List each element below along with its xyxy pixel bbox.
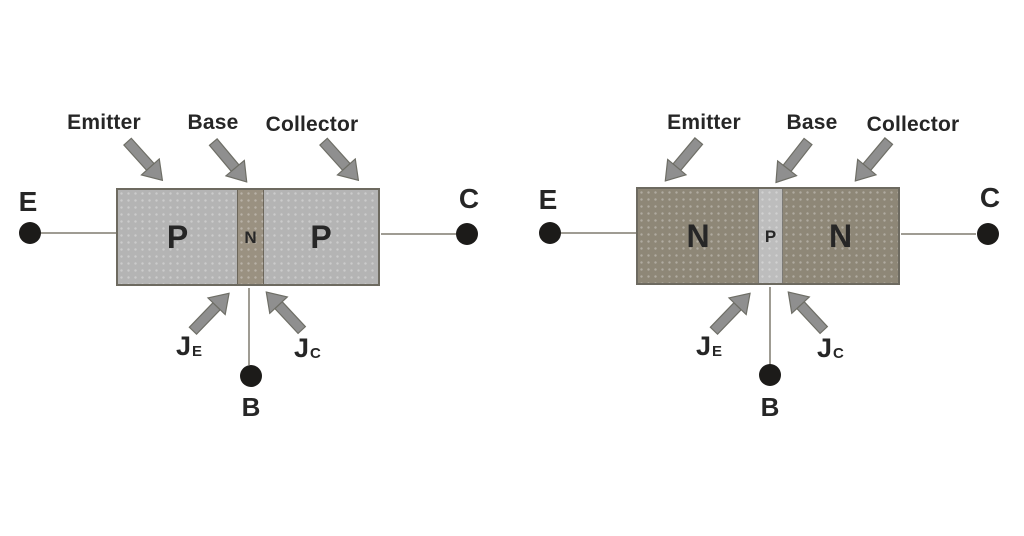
collector-region: P — [264, 190, 378, 284]
collector-label: Collector — [265, 113, 359, 136]
base-region: P — [758, 189, 783, 283]
terminal-e-label: E — [18, 186, 38, 217]
terminal-e-dot — [19, 222, 41, 244]
terminal-e-dot — [539, 222, 561, 244]
collector-region: N — [783, 189, 898, 283]
region-letter: P — [166, 219, 189, 255]
terminal-b-dot — [759, 364, 781, 386]
terminal-e-wire — [41, 232, 116, 234]
junction-je-label: J E — [696, 331, 723, 361]
emitter-region: N — [638, 189, 758, 283]
collector-arrow-icon — [845, 132, 899, 190]
terminal-c-wire — [901, 233, 976, 235]
base-region: N — [237, 190, 264, 284]
region-letter: N — [244, 227, 257, 247]
je-arrow-icon — [704, 284, 760, 340]
je-arrow-icon — [183, 284, 239, 340]
terminal-c-label: C — [979, 182, 1001, 213]
region-letter: P — [764, 226, 777, 246]
terminal-c-label: C — [458, 183, 480, 214]
collector-label: Collector — [866, 113, 960, 136]
terminal-c-dot — [456, 223, 478, 245]
jc-arrow-icon — [778, 283, 834, 339]
region-letter: N — [686, 218, 710, 254]
region-letter: N — [828, 218, 853, 254]
region-letter: P — [310, 219, 332, 255]
base-wire — [769, 287, 771, 365]
base-label: Base — [187, 111, 239, 134]
base-arrow-icon — [765, 133, 819, 191]
emitter-label: Emitter — [67, 111, 141, 134]
terminal-b-label: B — [760, 392, 780, 422]
transistor-body: N P N — [636, 187, 900, 285]
emitter-region: P — [118, 190, 237, 284]
terminal-b-label: B — [241, 392, 261, 422]
emitter-label: Emitter — [667, 111, 741, 134]
base-label: Base — [786, 111, 838, 134]
terminal-e-wire — [561, 232, 636, 234]
jc-arrow-icon — [256, 283, 312, 339]
terminal-c-dot — [977, 223, 999, 245]
terminal-b-dot — [240, 365, 262, 387]
collector-arrow-icon — [314, 133, 368, 189]
junction-jc-label: J C — [817, 333, 844, 363]
transistor-body: P N P — [116, 188, 380, 286]
junction-je-label: J E — [176, 331, 203, 361]
emitter-arrow-icon — [655, 132, 709, 190]
terminal-e-label: E — [538, 184, 558, 215]
terminal-c-wire — [381, 233, 456, 235]
emitter-arrow-icon — [118, 133, 172, 189]
base-arrow-icon — [203, 133, 257, 191]
junction-jc-label: J C — [294, 333, 321, 363]
base-wire — [248, 288, 250, 365]
